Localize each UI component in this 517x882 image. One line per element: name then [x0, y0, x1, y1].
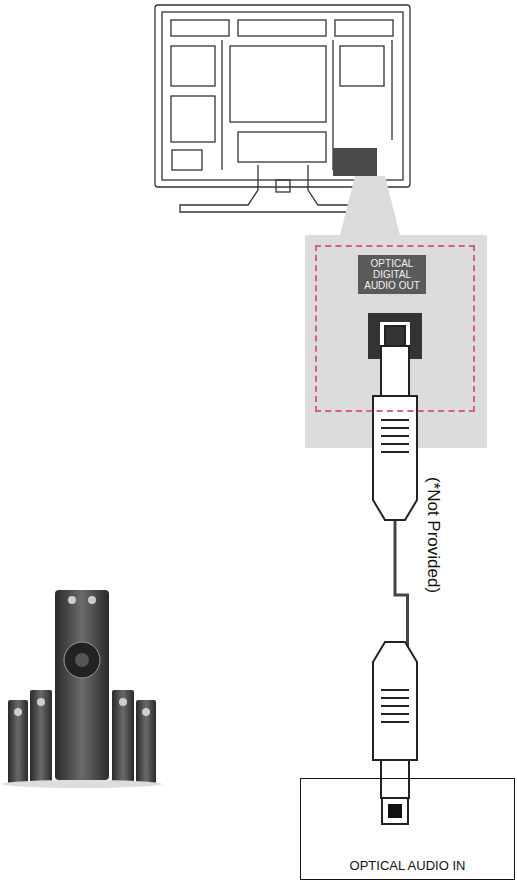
speaker-set [2, 590, 162, 788]
port-highlight [333, 148, 377, 176]
device-label: OPTICAL AUDIO IN [301, 858, 514, 873]
port-label: OPTICAL DIGITAL AUDIO OUT [358, 255, 426, 294]
port-callout: OPTICAL DIGITAL AUDIO OUT [315, 245, 475, 412]
device-box: OPTICAL AUDIO IN [300, 778, 515, 880]
optical-plug [373, 642, 417, 798]
optical-plug [373, 326, 417, 520]
optical-port [388, 804, 402, 818]
note-label: (*Not Provided) [423, 477, 443, 593]
optical-port [382, 798, 408, 824]
